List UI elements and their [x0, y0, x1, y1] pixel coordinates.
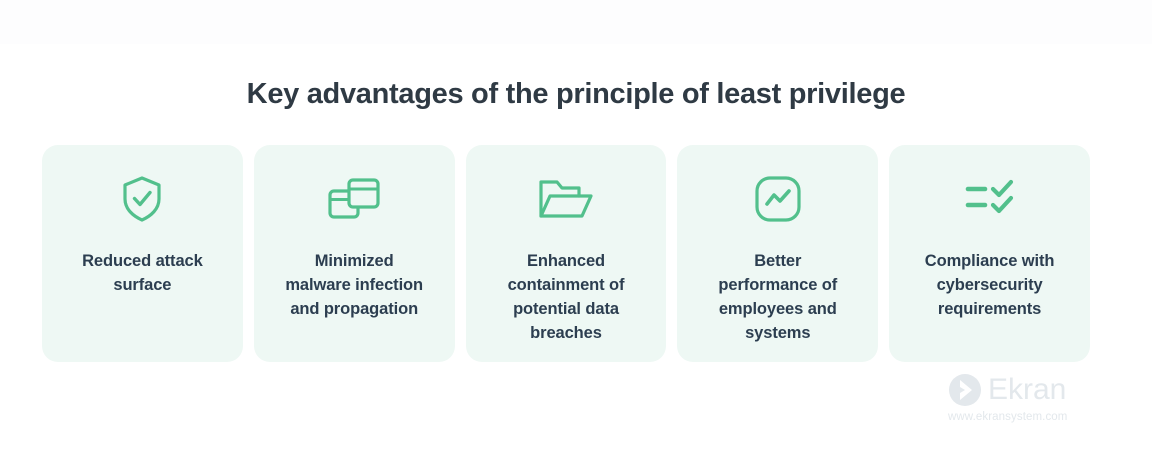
overlapping-windows-icon [322, 171, 386, 227]
advantage-card-label: Better performance of employees and syst… [718, 252, 838, 342]
checklist-icon [958, 171, 1022, 227]
ekran-logo: Ekran www.ekransystem.com [948, 372, 1094, 430]
advantage-card-minimized-malware: Minimized malware infection and propagat… [253, 145, 455, 362]
advantage-card-enhanced-containment: Enhanced containment of potential data b… [465, 145, 667, 362]
advantage-card-compliance: Compliance with cybersecurity requiremen… [889, 145, 1090, 362]
page-title: Key advantages of the principle of least… [246, 78, 906, 110]
advantage-card-better-performance: Better performance of employees and syst… [677, 145, 879, 362]
ekran-chevron-logo-icon [948, 373, 982, 407]
advantage-card-reduced-attack-surface: Reduced attack surface [42, 145, 243, 362]
top-band [0, 0, 1152, 44]
logo-row: Ekran [948, 372, 1094, 408]
advantage-card-label: Compliance with cybersecurity requiremen… [924, 252, 1055, 318]
logo-wordmark: Ekran [988, 373, 1067, 406]
advantage-card-label: Reduced attack surface [82, 252, 203, 294]
shield-check-icon [110, 171, 174, 227]
advantage-card-label: Minimized malware infection and propagat… [285, 252, 424, 318]
logo-url: www.ekransystem.com [948, 411, 1068, 423]
performance-chart-icon [746, 171, 810, 227]
advantage-card-label: Enhanced containment of potential data b… [507, 252, 625, 342]
open-folder-icon [534, 171, 598, 227]
advantages-card-list: Reduced attack surface Minimized malware… [42, 145, 1090, 362]
